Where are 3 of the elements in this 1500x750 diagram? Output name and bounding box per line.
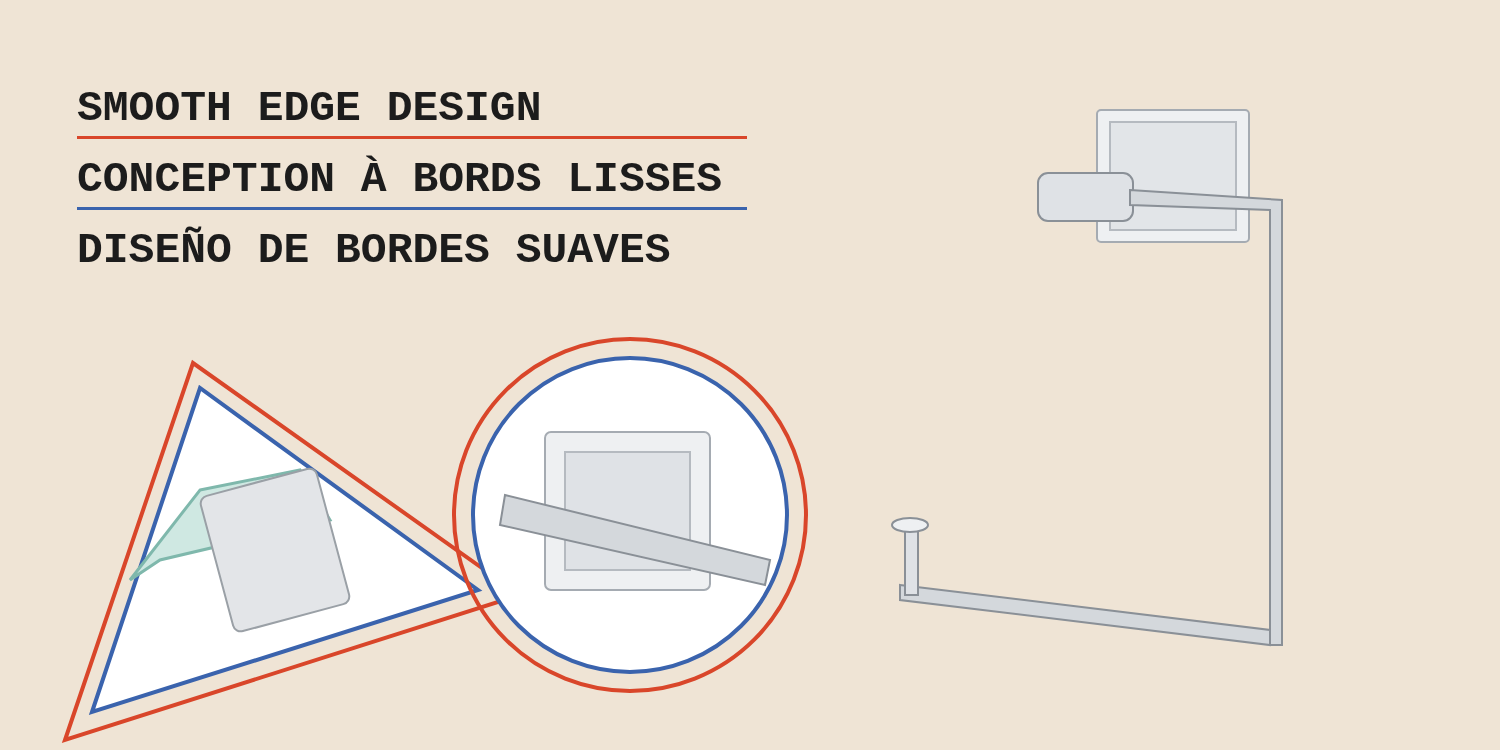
heading-text: SMOOTH EDGE DESIGN xyxy=(77,83,543,135)
heading-text: DISEÑO DE BORDES SUAVES xyxy=(77,225,672,277)
heading-text: CONCEPTION À BORDS LISSES xyxy=(77,154,724,206)
